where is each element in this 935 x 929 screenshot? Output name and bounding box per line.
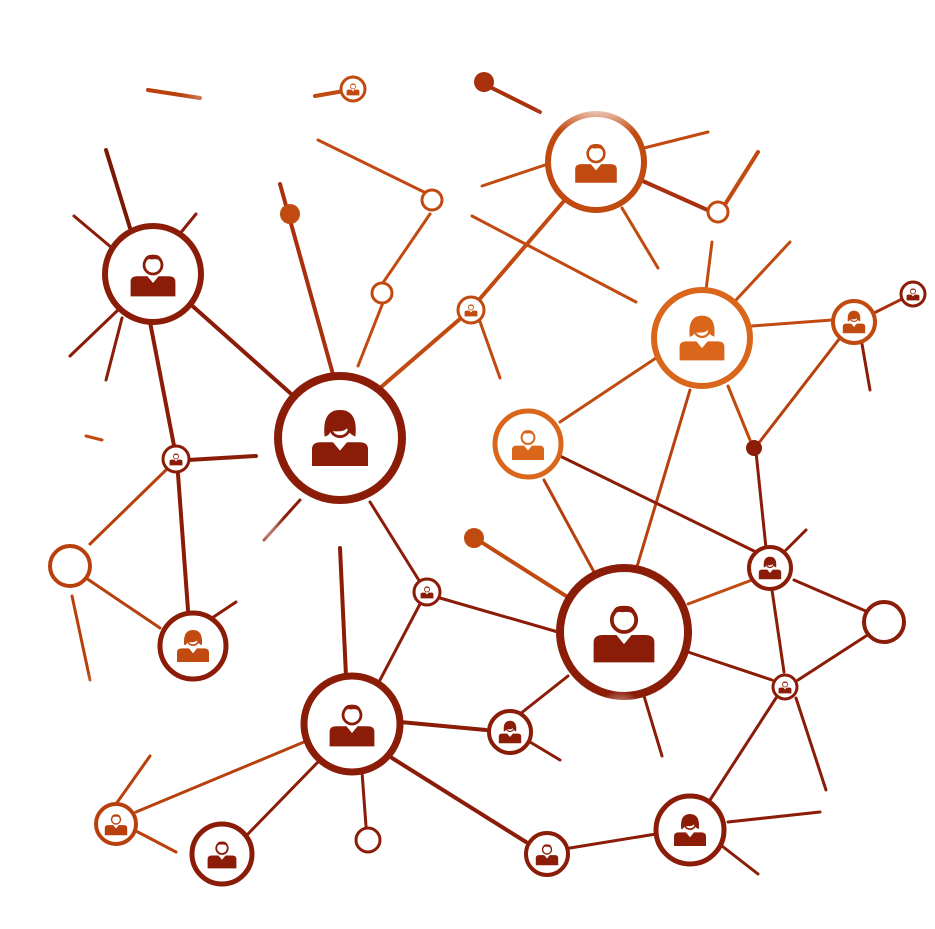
edge: [84, 434, 104, 442]
user-node-medium: [653, 793, 727, 867]
edge: [186, 300, 300, 402]
user-node-small: [339, 75, 367, 103]
edge: [686, 578, 754, 606]
edge: [70, 594, 92, 682]
edge: [360, 770, 368, 828]
edge: [754, 450, 768, 550]
user-node-medium: [48, 544, 92, 588]
edge: [794, 696, 828, 792]
edge: [750, 318, 834, 328]
edge: [482, 82, 542, 114]
edge: [470, 214, 638, 304]
edge: [316, 138, 430, 196]
edge: [210, 600, 238, 620]
edge: [518, 674, 570, 716]
edge: [88, 468, 168, 546]
user-node-medium: [487, 709, 533, 755]
edge: [104, 316, 124, 382]
edge: [558, 356, 658, 424]
edge: [390, 756, 528, 844]
user-node-medium: [157, 610, 229, 682]
edge: [132, 828, 178, 854]
edge: [470, 192, 572, 310]
edge: [398, 720, 488, 732]
user-node-small: [420, 188, 444, 212]
edge: [356, 298, 386, 368]
edge: [528, 740, 562, 762]
dot-node: [464, 528, 484, 548]
fade-overlays: [60, 58, 930, 890]
edge: [722, 150, 760, 208]
edge: [784, 528, 808, 552]
edge: [734, 240, 792, 302]
edge: [68, 308, 120, 358]
user-node-small: [771, 673, 799, 701]
edge: [708, 696, 778, 802]
user-node-small: [456, 295, 486, 325]
user-node-medium: [862, 600, 906, 644]
medium-nodes: [48, 299, 906, 887]
edge: [568, 832, 658, 850]
user-node-medium: [747, 545, 793, 591]
edge: [792, 578, 870, 614]
user-node-small: [899, 280, 927, 308]
edge: [686, 650, 774, 682]
edge: [176, 472, 190, 612]
user-node-small: [354, 826, 382, 854]
edge: [186, 454, 258, 462]
edge: [338, 546, 348, 678]
dot-node: [746, 440, 762, 456]
edge: [620, 206, 660, 270]
user-node-large: [556, 564, 692, 700]
edge: [244, 760, 320, 838]
edge: [476, 538, 568, 598]
user-node-large: [300, 672, 404, 776]
edge: [720, 844, 760, 876]
user-node-small: [412, 577, 442, 607]
edge: [134, 740, 306, 814]
large-nodes: [102, 111, 753, 776]
edge: [378, 602, 422, 682]
edge: [770, 588, 786, 674]
edge: [726, 810, 822, 824]
edge: [704, 240, 714, 292]
dot-node: [474, 72, 494, 92]
user-node-small: [370, 281, 394, 305]
edge: [642, 694, 664, 758]
edge: [84, 576, 162, 630]
edge: [756, 336, 842, 446]
user-node-small: [161, 444, 191, 474]
user-node-medium: [492, 408, 564, 480]
user-node-large: [102, 223, 204, 325]
edge: [642, 130, 710, 150]
user-node-medium: [831, 299, 877, 345]
user-node-large: [651, 287, 753, 389]
edge: [376, 212, 432, 292]
edge: [72, 214, 114, 250]
edge: [634, 176, 714, 214]
user-node-medium: [524, 831, 570, 877]
edge: [634, 388, 692, 572]
user-node-small: [706, 200, 730, 224]
edge: [476, 314, 502, 380]
edge: [114, 754, 152, 806]
edge: [378, 310, 470, 390]
edge: [104, 148, 132, 230]
edge: [438, 596, 560, 634]
dot-nodes: [280, 72, 762, 548]
edge: [542, 478, 596, 574]
user-node-medium: [189, 821, 255, 887]
edge: [860, 342, 872, 392]
edge: [796, 634, 868, 682]
network-edges: [68, 82, 914, 876]
user-node-medium: [94, 802, 138, 846]
edge: [148, 320, 178, 458]
small-nodes: [161, 75, 927, 854]
edge: [368, 500, 422, 584]
dot-node: [280, 204, 300, 224]
edge: [726, 384, 752, 442]
user-node-large: [274, 372, 406, 504]
edge: [558, 454, 758, 554]
